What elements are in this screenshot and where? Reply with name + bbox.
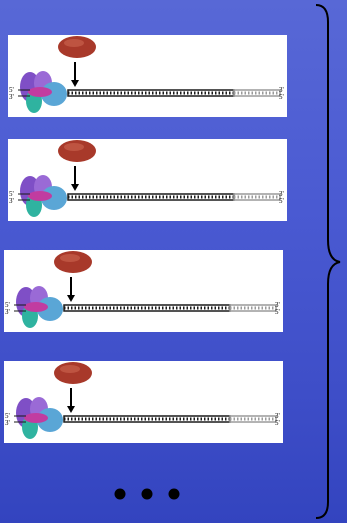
diagram-panel-3: 5' 3' 3' 5' <box>4 250 283 332</box>
protein-factor-icon <box>54 362 92 384</box>
transcription-complex-icon <box>16 397 63 439</box>
protein-factor-icon <box>58 36 96 58</box>
transcription-complex-icon <box>20 175 67 217</box>
arrow-down-icon <box>71 166 79 191</box>
panel-graphic: 5' 3' 3' 5' <box>4 361 283 443</box>
dna-end-label: 5' <box>279 197 284 205</box>
diagram-panel-1: 5' 3' 3' 5' <box>8 35 287 117</box>
dna-end-label: 3' <box>5 419 10 427</box>
arrow-down-icon <box>67 388 75 413</box>
dna-end-label: 5' <box>275 308 280 316</box>
diagram-panel-4: 5' 3' 3' 5' <box>4 361 283 443</box>
continuation-ellipsis <box>110 486 190 502</box>
dna-end-label: 5' <box>275 419 280 427</box>
dna-end-label: 3' <box>5 308 10 316</box>
dna-end-label: 3' <box>9 197 14 205</box>
diagram-panel-2: 5' 3' 3' 5' <box>8 139 287 221</box>
arrow-down-icon <box>67 277 75 302</box>
panel-graphic: 5' 3' 3' 5' <box>4 250 283 332</box>
dna-end-label: 3' <box>9 93 14 101</box>
panel-graphic: 5' 3' 3' 5' <box>8 139 287 221</box>
protein-factor-icon <box>54 251 92 273</box>
arrow-down-icon <box>71 62 79 87</box>
panel-graphic: 5' 3' 3' 5' <box>8 35 287 117</box>
curly-brace-icon <box>312 2 342 521</box>
transcription-complex-icon <box>16 286 63 328</box>
transcription-complex-icon <box>20 71 67 113</box>
dna-end-label: 5' <box>279 93 284 101</box>
protein-factor-icon <box>58 140 96 162</box>
